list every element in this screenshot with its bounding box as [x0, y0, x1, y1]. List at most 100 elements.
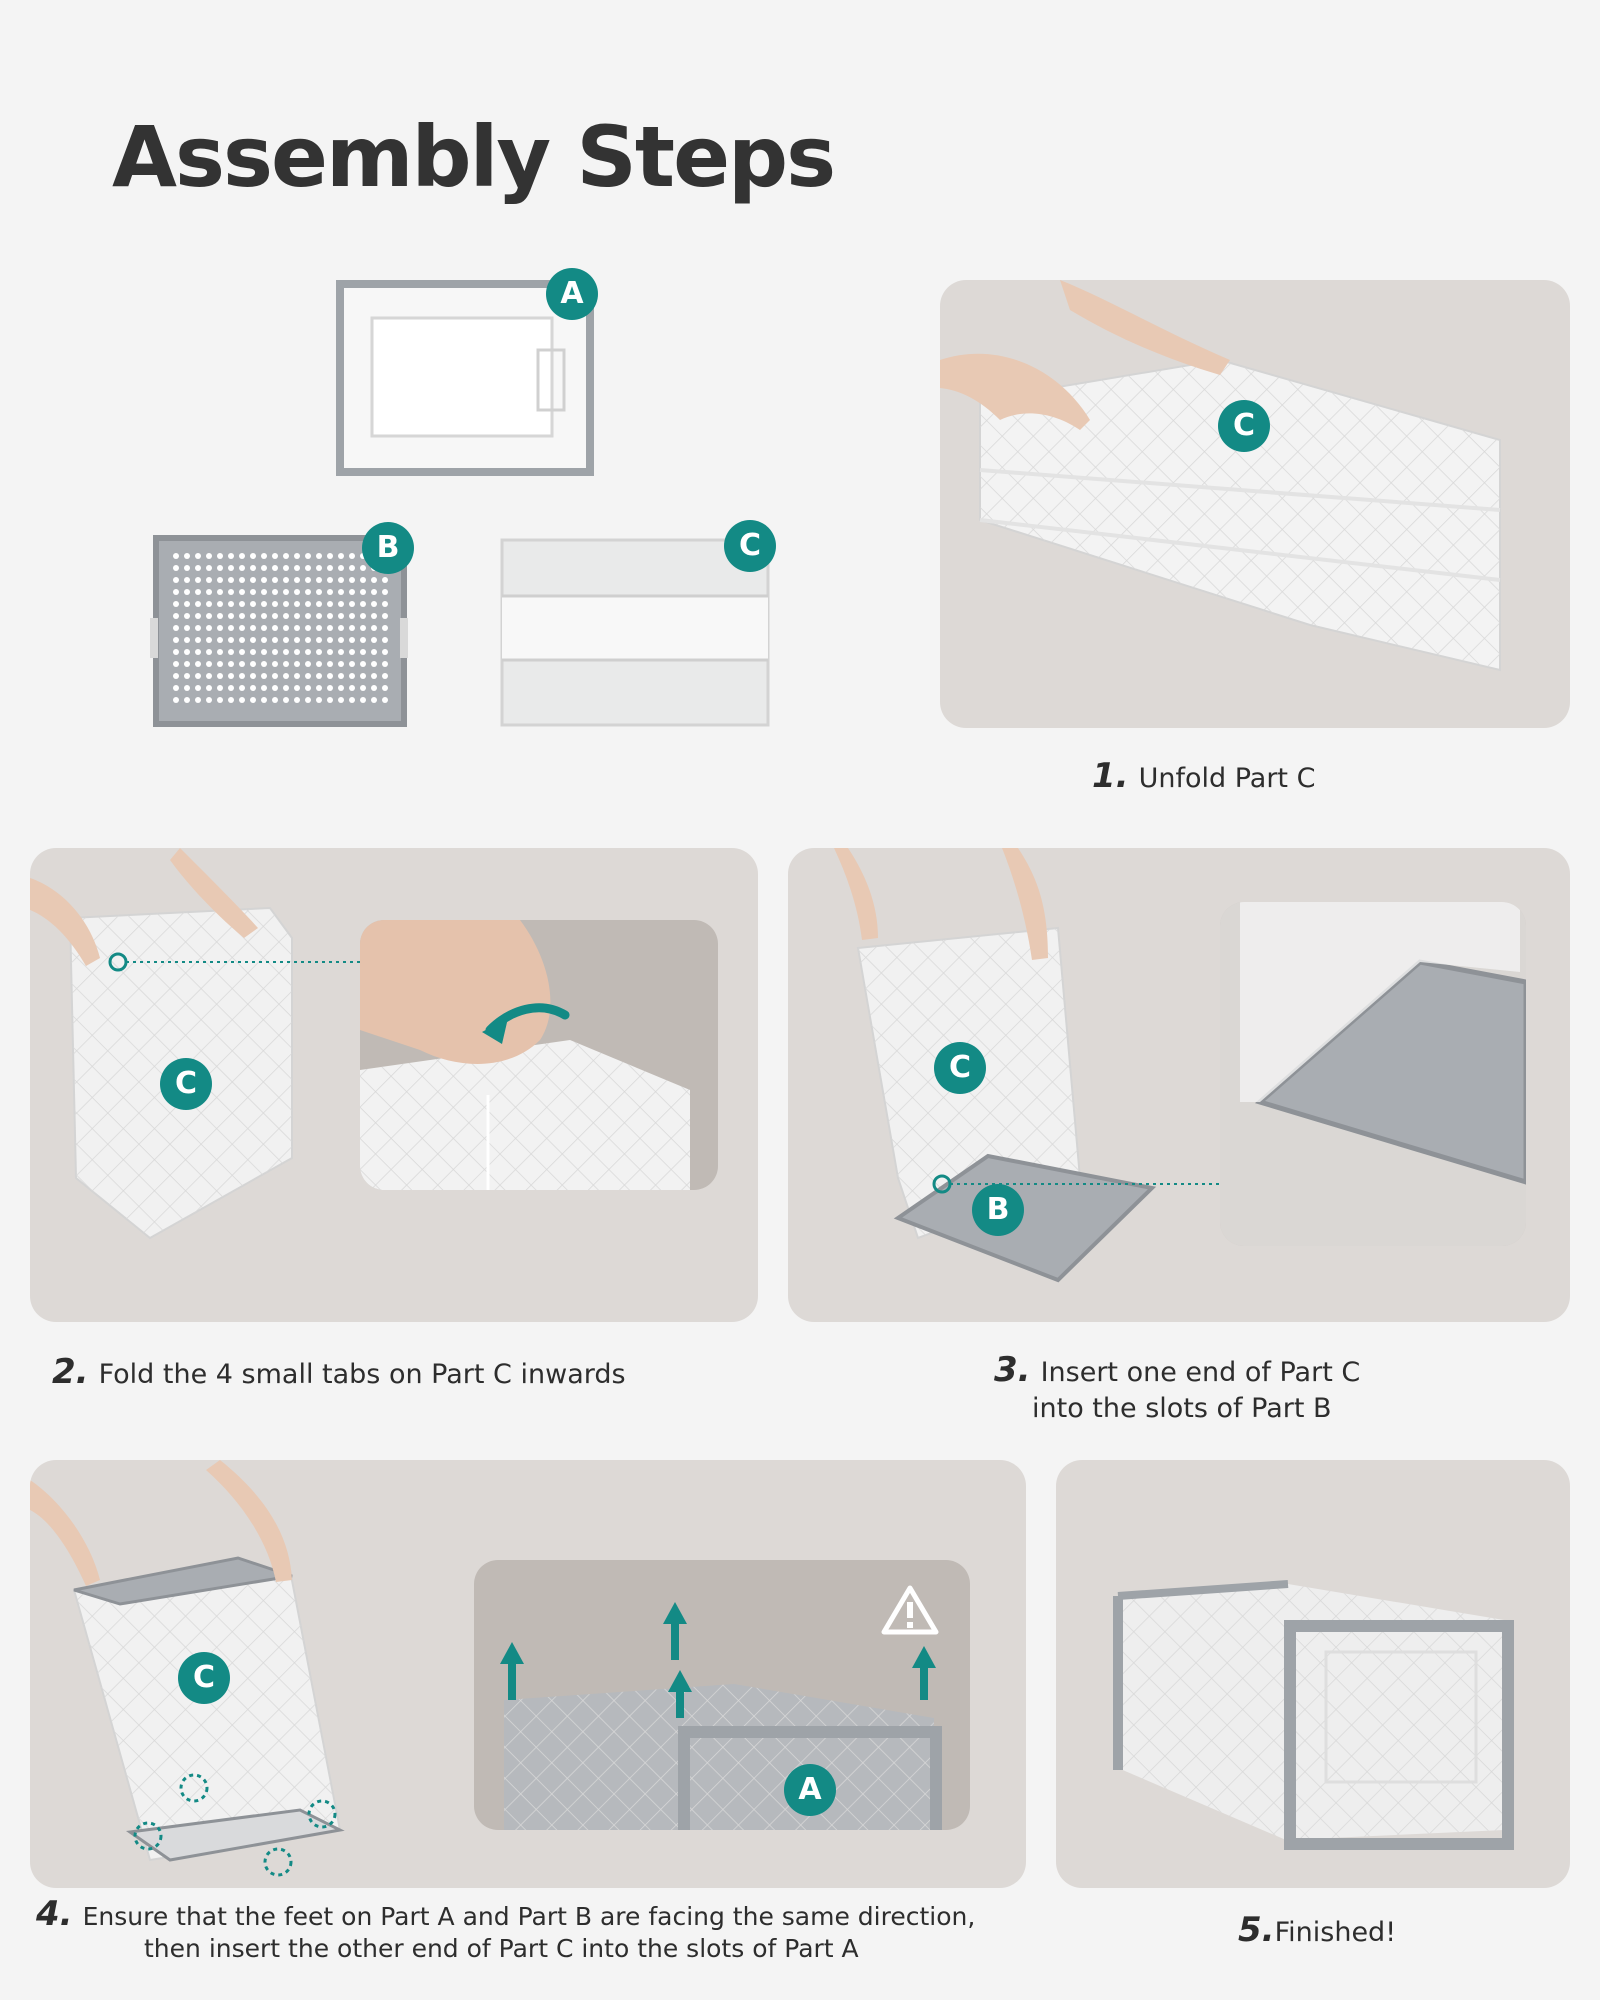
perforation-dot: [195, 673, 201, 679]
perforation-dot: [217, 673, 223, 679]
part-c-illustration: [500, 538, 770, 727]
perforation-dot: [382, 637, 388, 643]
perforation-dot: [316, 577, 322, 583]
badge-step-3-part-b: B: [972, 1184, 1024, 1236]
perforation-dot: [294, 565, 300, 571]
hand-icon: [834, 848, 1048, 960]
perforation-dot: [184, 565, 190, 571]
perforation-dot: [206, 637, 212, 643]
perforation-dot: [184, 685, 190, 691]
perforation-dot: [349, 553, 355, 559]
page-title: Assembly Steps: [112, 108, 836, 206]
perforation-dot: [239, 613, 245, 619]
perforation-dot: [272, 589, 278, 595]
perforation-dot: [173, 625, 179, 631]
perforation-dot: [261, 613, 267, 619]
perforation-dot: [173, 577, 179, 583]
perforation-dot: [228, 613, 234, 619]
step-1-caption: 1.Unfold Part C: [1092, 756, 1315, 796]
perforation-dot: [206, 589, 212, 595]
perforation-dot: [173, 601, 179, 607]
perforation-dot: [316, 697, 322, 703]
perforation-dot: [184, 649, 190, 655]
perforation-dot: [371, 601, 377, 607]
perforation-dot: [217, 553, 223, 559]
step-4-caption: 4.Ensure that the feet on Part A and Par…: [36, 1897, 975, 1965]
perforation-dot: [239, 697, 245, 703]
step-3-panel: C B: [788, 848, 1570, 1322]
perforation-dot: [239, 577, 245, 583]
perforation-dot: [206, 661, 212, 667]
step-5-text: Finished!: [1274, 1917, 1397, 1948]
perforation-dot: [294, 661, 300, 667]
perforation-dot: [316, 685, 322, 691]
perforation-dot: [349, 577, 355, 583]
perforation-dot: [316, 601, 322, 607]
step-3-line-1: Insert one end of Part C: [1040, 1357, 1361, 1388]
perforation-dot: [349, 637, 355, 643]
perforation-dot: [283, 685, 289, 691]
step-4-illustration: [30, 1460, 345, 1877]
perforation-dot: [371, 625, 377, 631]
step-3-detail: [1220, 902, 1526, 1246]
perforation-dot: [305, 589, 311, 595]
perforation-dot: [349, 589, 355, 595]
perforation-dot: [173, 685, 179, 691]
perforation-dot: [184, 613, 190, 619]
perforation-dot: [360, 661, 366, 667]
perforation-dot: [195, 589, 201, 595]
perforation-dot: [316, 649, 322, 655]
perforation-dot: [239, 601, 245, 607]
perforation-dot: [195, 625, 201, 631]
perforation-dot: [360, 697, 366, 703]
perforation-dot: [173, 673, 179, 679]
perforation-dot: [305, 625, 311, 631]
perforation-dot: [228, 661, 234, 667]
perforation-dot: [327, 601, 333, 607]
perforation-dot: [349, 649, 355, 655]
perforation-dot: [316, 673, 322, 679]
perforation-dot: [294, 613, 300, 619]
perforation-dot: [327, 649, 333, 655]
perforation-dot: [382, 601, 388, 607]
perforation-dot: [283, 589, 289, 595]
perforation-dot: [228, 673, 234, 679]
perforation-dot: [283, 673, 289, 679]
step-4-detail: A: [474, 1560, 970, 1830]
perforation-dot: [327, 625, 333, 631]
perforation-dot: [316, 625, 322, 631]
perforation-dot: [371, 613, 377, 619]
perforation-dot: [338, 637, 344, 643]
badge-part-b: B: [362, 522, 414, 574]
perforation-dot: [283, 601, 289, 607]
perforation-dot: [250, 673, 256, 679]
perforation-dot: [294, 553, 300, 559]
perforation-dot: [173, 637, 179, 643]
perforation-dot: [173, 697, 179, 703]
perforation-dot: [349, 673, 355, 679]
perforation-dot: [305, 577, 311, 583]
perforation-dot: [382, 661, 388, 667]
perforation-dot: [294, 625, 300, 631]
perforation-dot: [338, 601, 344, 607]
hand-icon: [940, 280, 1230, 430]
perforation-dot: [195, 685, 201, 691]
perforation-dot: [195, 565, 201, 571]
perforation-dot: [305, 661, 311, 667]
perforation-dot: [382, 649, 388, 655]
perforation-dot: [173, 565, 179, 571]
perforation-dot: [294, 637, 300, 643]
perforation-dot: [250, 637, 256, 643]
perforation-dot: [272, 673, 278, 679]
perforation-dot: [206, 601, 212, 607]
perforation-dot: [239, 685, 245, 691]
step-5-illustration: [1113, 1580, 1514, 1850]
perforation-dot: [250, 649, 256, 655]
arrow-up-icon: [500, 1602, 936, 1718]
perforation-dot: [283, 649, 289, 655]
perforation-dot: [217, 613, 223, 619]
perforation-dot: [228, 601, 234, 607]
perforation-dot: [338, 553, 344, 559]
perforation-dot: [360, 577, 366, 583]
perforation-dot: [283, 697, 289, 703]
